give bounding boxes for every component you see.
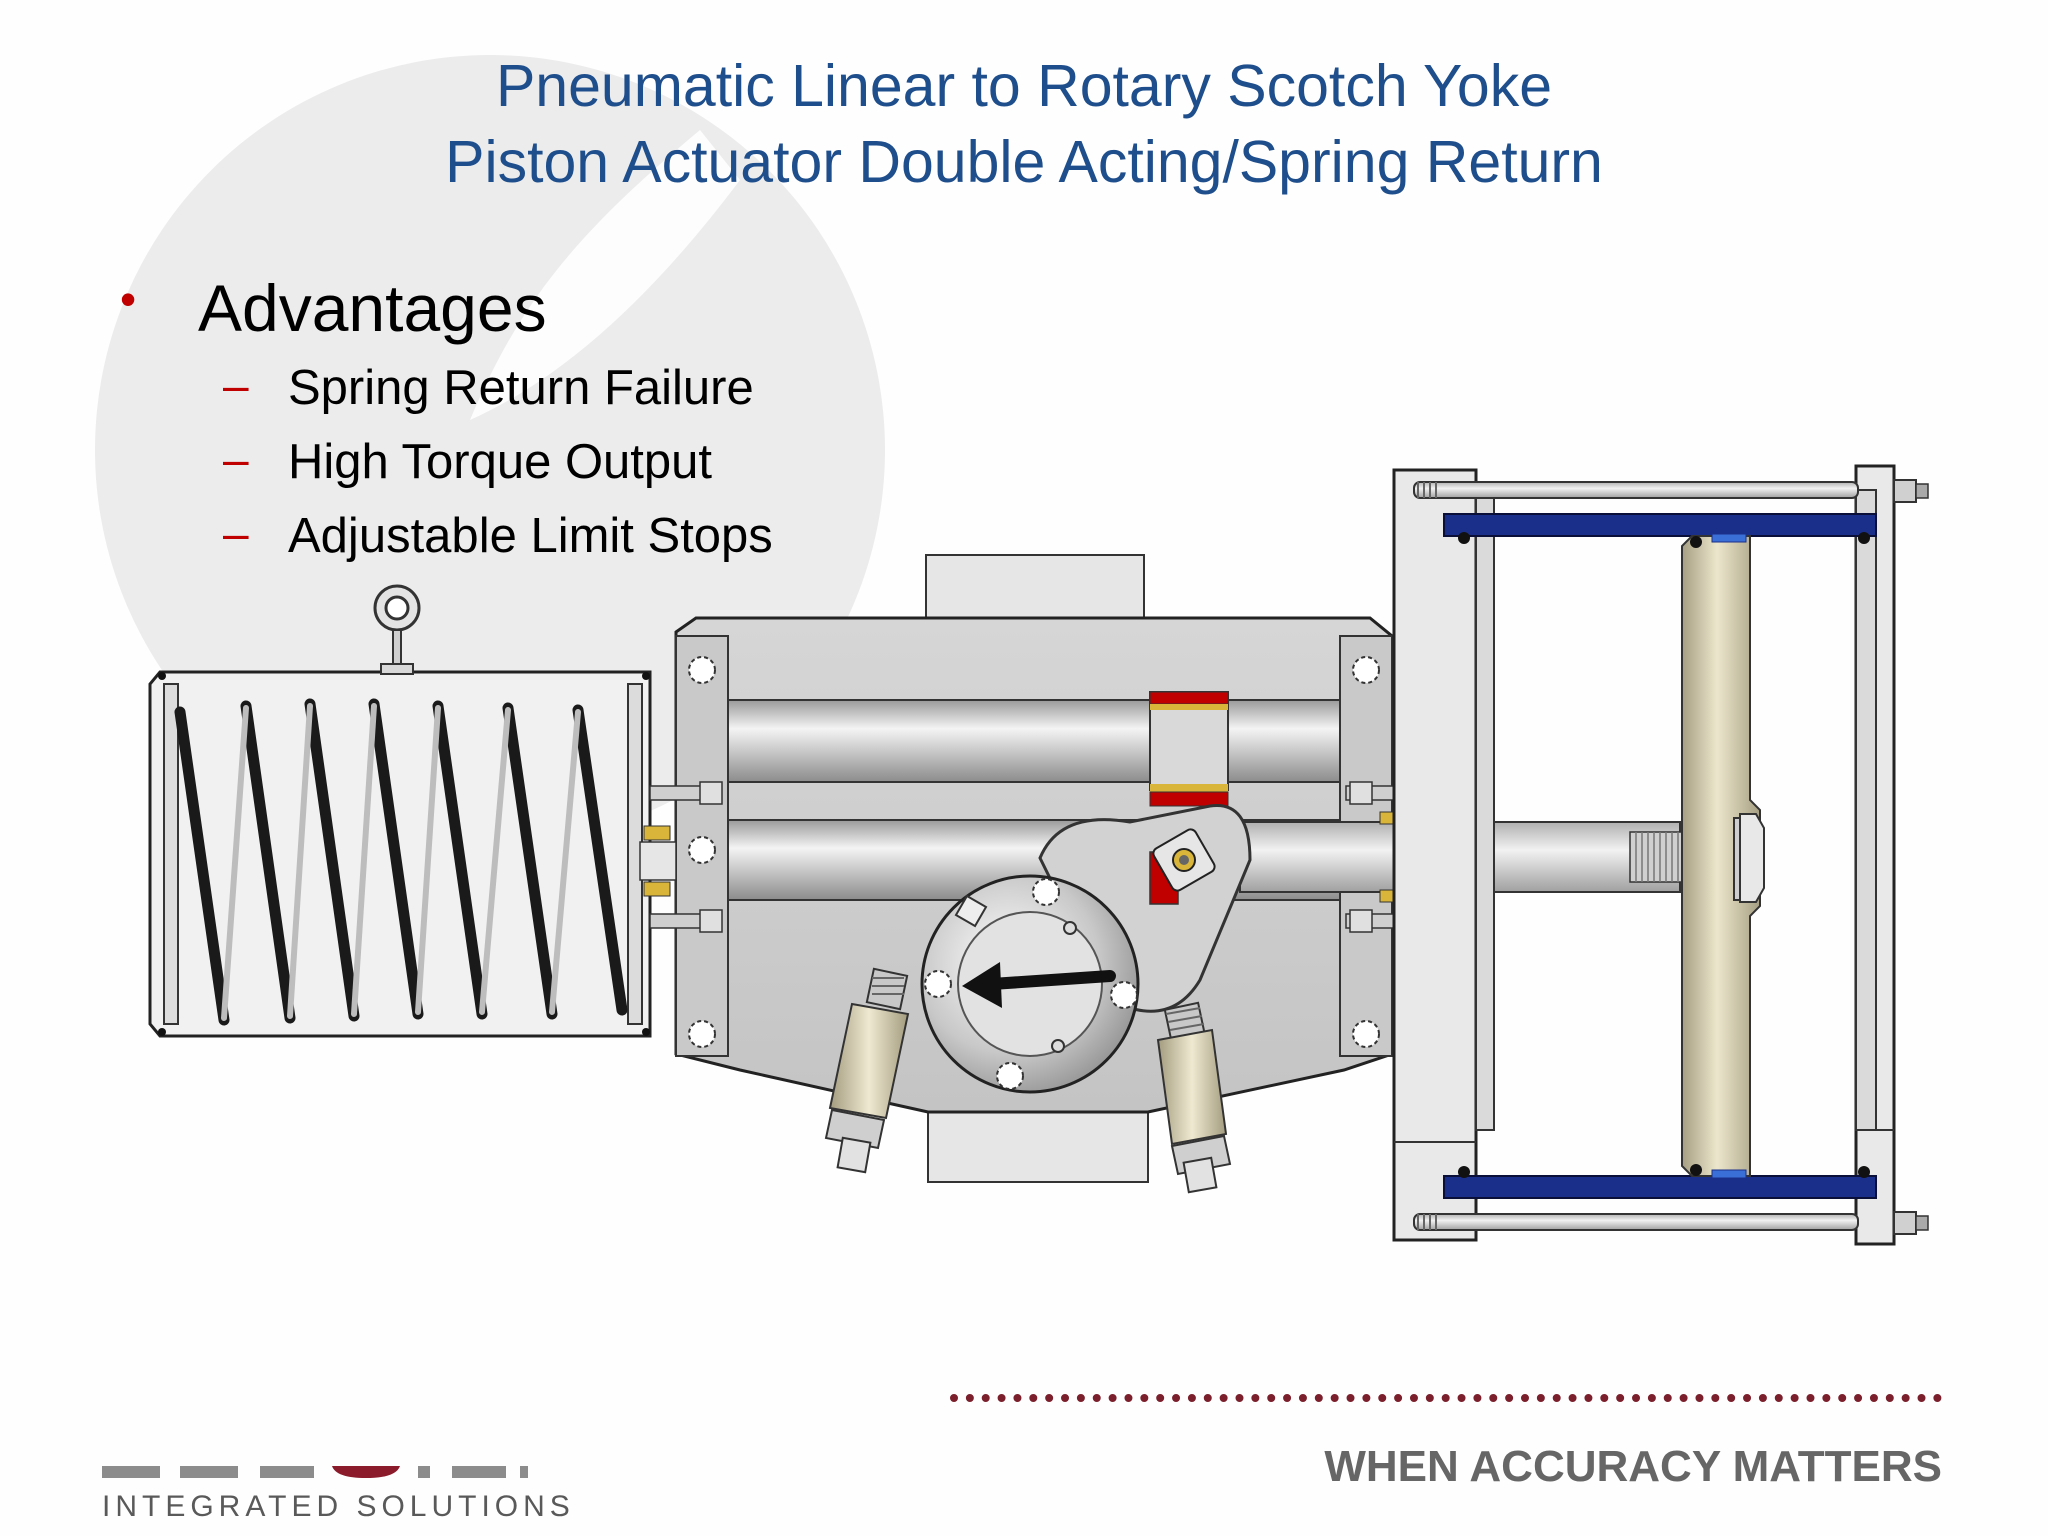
guide-rod-upper bbox=[727, 699, 1341, 783]
pneumatic-cylinder bbox=[1392, 464, 1929, 1246]
bullet-heading: Advantages bbox=[198, 271, 547, 345]
sub-bullet-text: Adjustable Limit Stops bbox=[288, 509, 773, 563]
footer-tagline: WHEN ACCURACY MATTERS bbox=[1324, 1442, 1942, 1491]
slide-title: Pneumatic Linear to Rotary Scotch Yoke P… bbox=[0, 48, 2048, 200]
spring-tie-bolts bbox=[639, 781, 723, 933]
title-line-1: Pneumatic Linear to Rotary Scotch Yoke bbox=[495, 53, 1553, 119]
rotation-arrow-icon bbox=[962, 962, 1116, 1008]
travel-stop-right bbox=[1156, 1001, 1232, 1194]
footer-divider bbox=[950, 1394, 1942, 1402]
logo-subtitle: INTEGRATED SOLUTIONS bbox=[102, 1490, 575, 1523]
housing-bolt-holes bbox=[688, 656, 1380, 1048]
sub-bullet-text: High Torque Output bbox=[288, 435, 713, 489]
sub-bullet-dash: – bbox=[223, 433, 249, 485]
sub-bullet-dash: – bbox=[223, 359, 249, 411]
spring-cartridge bbox=[148, 670, 652, 1038]
rod-thread bbox=[1629, 831, 1691, 883]
eyebolt-icon bbox=[373, 584, 421, 675]
sub-bullet-text: Spring Return Failure bbox=[288, 361, 754, 415]
bottom-boss bbox=[927, 1099, 1149, 1183]
title-line-2: Piston Actuator Double Acting/Spring Ret… bbox=[445, 129, 1603, 195]
company-logo-mark bbox=[102, 1466, 528, 1478]
bullet-dot: • bbox=[120, 273, 137, 325]
sub-bullet-dash: – bbox=[223, 507, 249, 559]
travel-stop-left bbox=[824, 967, 910, 1174]
top-boss bbox=[925, 554, 1145, 622]
yoke-roller bbox=[1152, 828, 1216, 892]
